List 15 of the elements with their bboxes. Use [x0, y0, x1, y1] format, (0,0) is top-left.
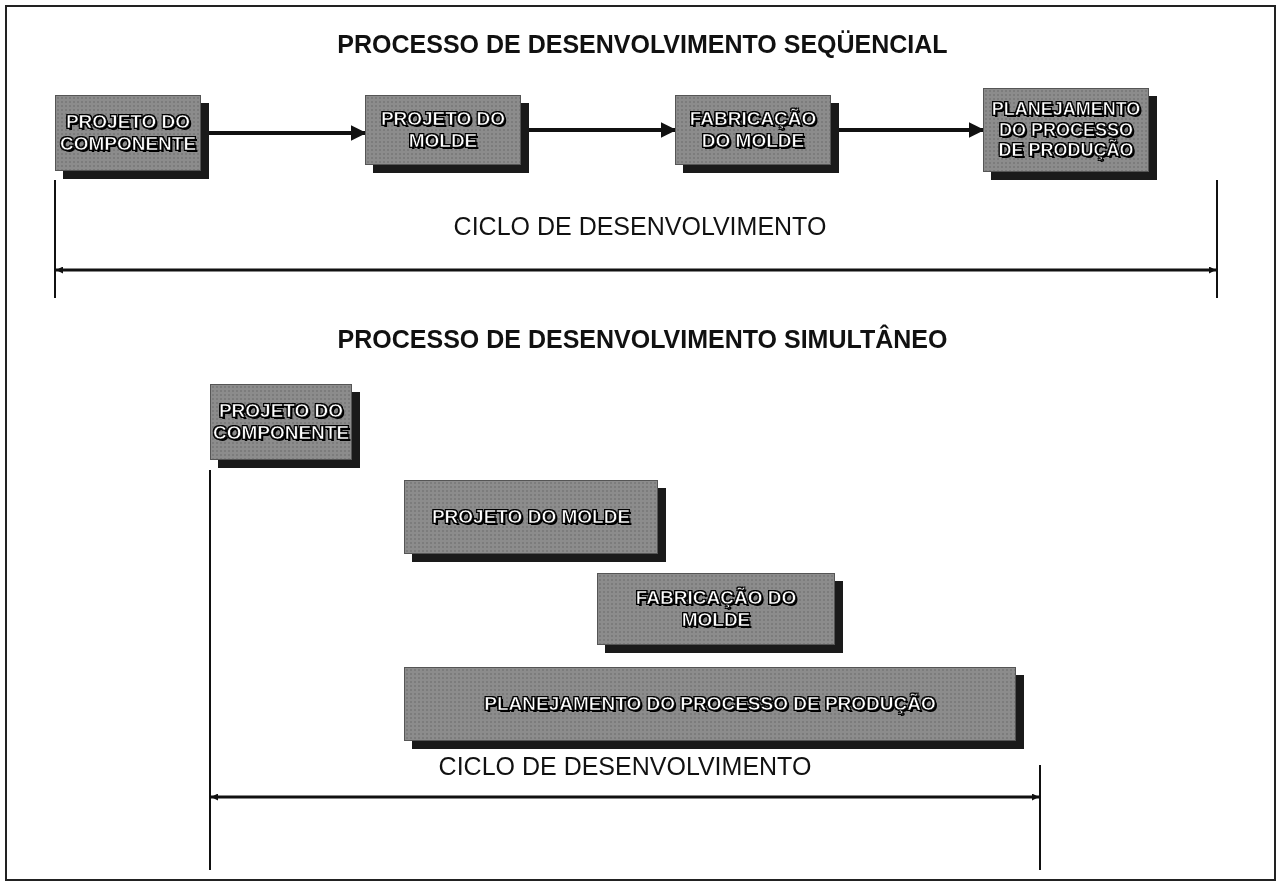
box-label: FABRICAÇÃO DO MOLDE: [634, 587, 798, 631]
box-label: PROJETO DO MOLDE: [431, 506, 631, 528]
section-heading: PROCESSO DE DESENVOLVIMENTO SEQÜENCIAL: [337, 30, 948, 58]
box-label: FABRICAÇÃO DO MOLDE: [688, 108, 818, 152]
cycle-label: CICLO DE DESENVOLVIMENTO: [438, 752, 812, 781]
box-label: PROJETO DO COMPONENTE: [212, 400, 350, 444]
cycle-label: CICLO DE DESENVOLVIMENTO: [453, 212, 827, 241]
box-label: PROJETO DO MOLDE: [379, 108, 507, 152]
box-label: PROJETO DO COMPONENTE: [59, 111, 197, 155]
box-label: PLANEJAMENTO DO PROCESSO DE PRODUÇÃO: [484, 693, 936, 715]
arrow: [209, 125, 367, 141]
section-heading: PROCESSO DE DESENVOLVIMENTO SIMULTÂNEO: [337, 325, 948, 353]
box-label: PLANEJAMENTO DO PROCESSO DE PRODUÇÃO: [990, 98, 1142, 162]
arrow: [529, 122, 677, 138]
arrow: [839, 122, 985, 138]
